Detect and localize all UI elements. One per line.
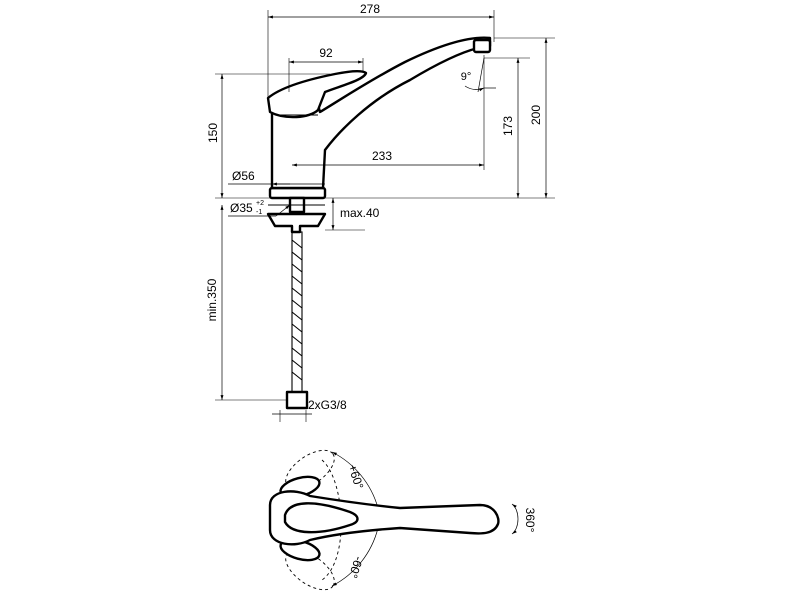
dim-o56-label: Ø56 (232, 169, 255, 183)
lever-top (283, 502, 359, 534)
dimension-labels: 278 92 150 173 200 233 9° Ø56 Ø35 +2 -1 … (205, 2, 543, 412)
hose-connector (285, 390, 309, 410)
dim-173-label: 173 (501, 116, 515, 136)
side-view (266, 36, 492, 200)
base-flange (268, 186, 327, 200)
rotate-minus-arc (331, 527, 379, 587)
dim-233-label: 233 (372, 149, 392, 163)
dim-connection-label: 2xG3/8 (308, 398, 347, 412)
dim-min350-label: min.350 (205, 278, 219, 321)
rotation-outline-dashed (321, 459, 342, 581)
rotate-plus-arc (331, 451, 379, 509)
dim-o35-tol-lower: -1 (256, 209, 262, 216)
dim-o35-label: Ø35 (230, 201, 253, 215)
dim-150-label: 150 (206, 123, 220, 143)
flexible-hose (285, 231, 309, 410)
dim-max40-label: max.40 (340, 206, 380, 220)
top-view (268, 449, 519, 591)
spout-tip (472, 38, 492, 54)
rotate-minus-label: -60° (346, 555, 366, 581)
dim-92-label: 92 (319, 46, 333, 60)
dim-200-label: 200 (529, 105, 543, 125)
hose-braid (291, 239, 303, 381)
mounting-hardware (266, 196, 327, 234)
swivel-label: 360° (523, 508, 537, 533)
swivel-arrow (511, 503, 519, 535)
lever-handle (266, 70, 368, 119)
dim-278-label: 278 (360, 2, 380, 16)
rotate-plus-label: +60° (345, 463, 366, 491)
mount-bracket (266, 212, 327, 234)
dimension-lines (215, 10, 555, 422)
dim-9deg-label: 9° (461, 71, 472, 83)
dim-o35-tol-upper: +2 (256, 200, 264, 207)
